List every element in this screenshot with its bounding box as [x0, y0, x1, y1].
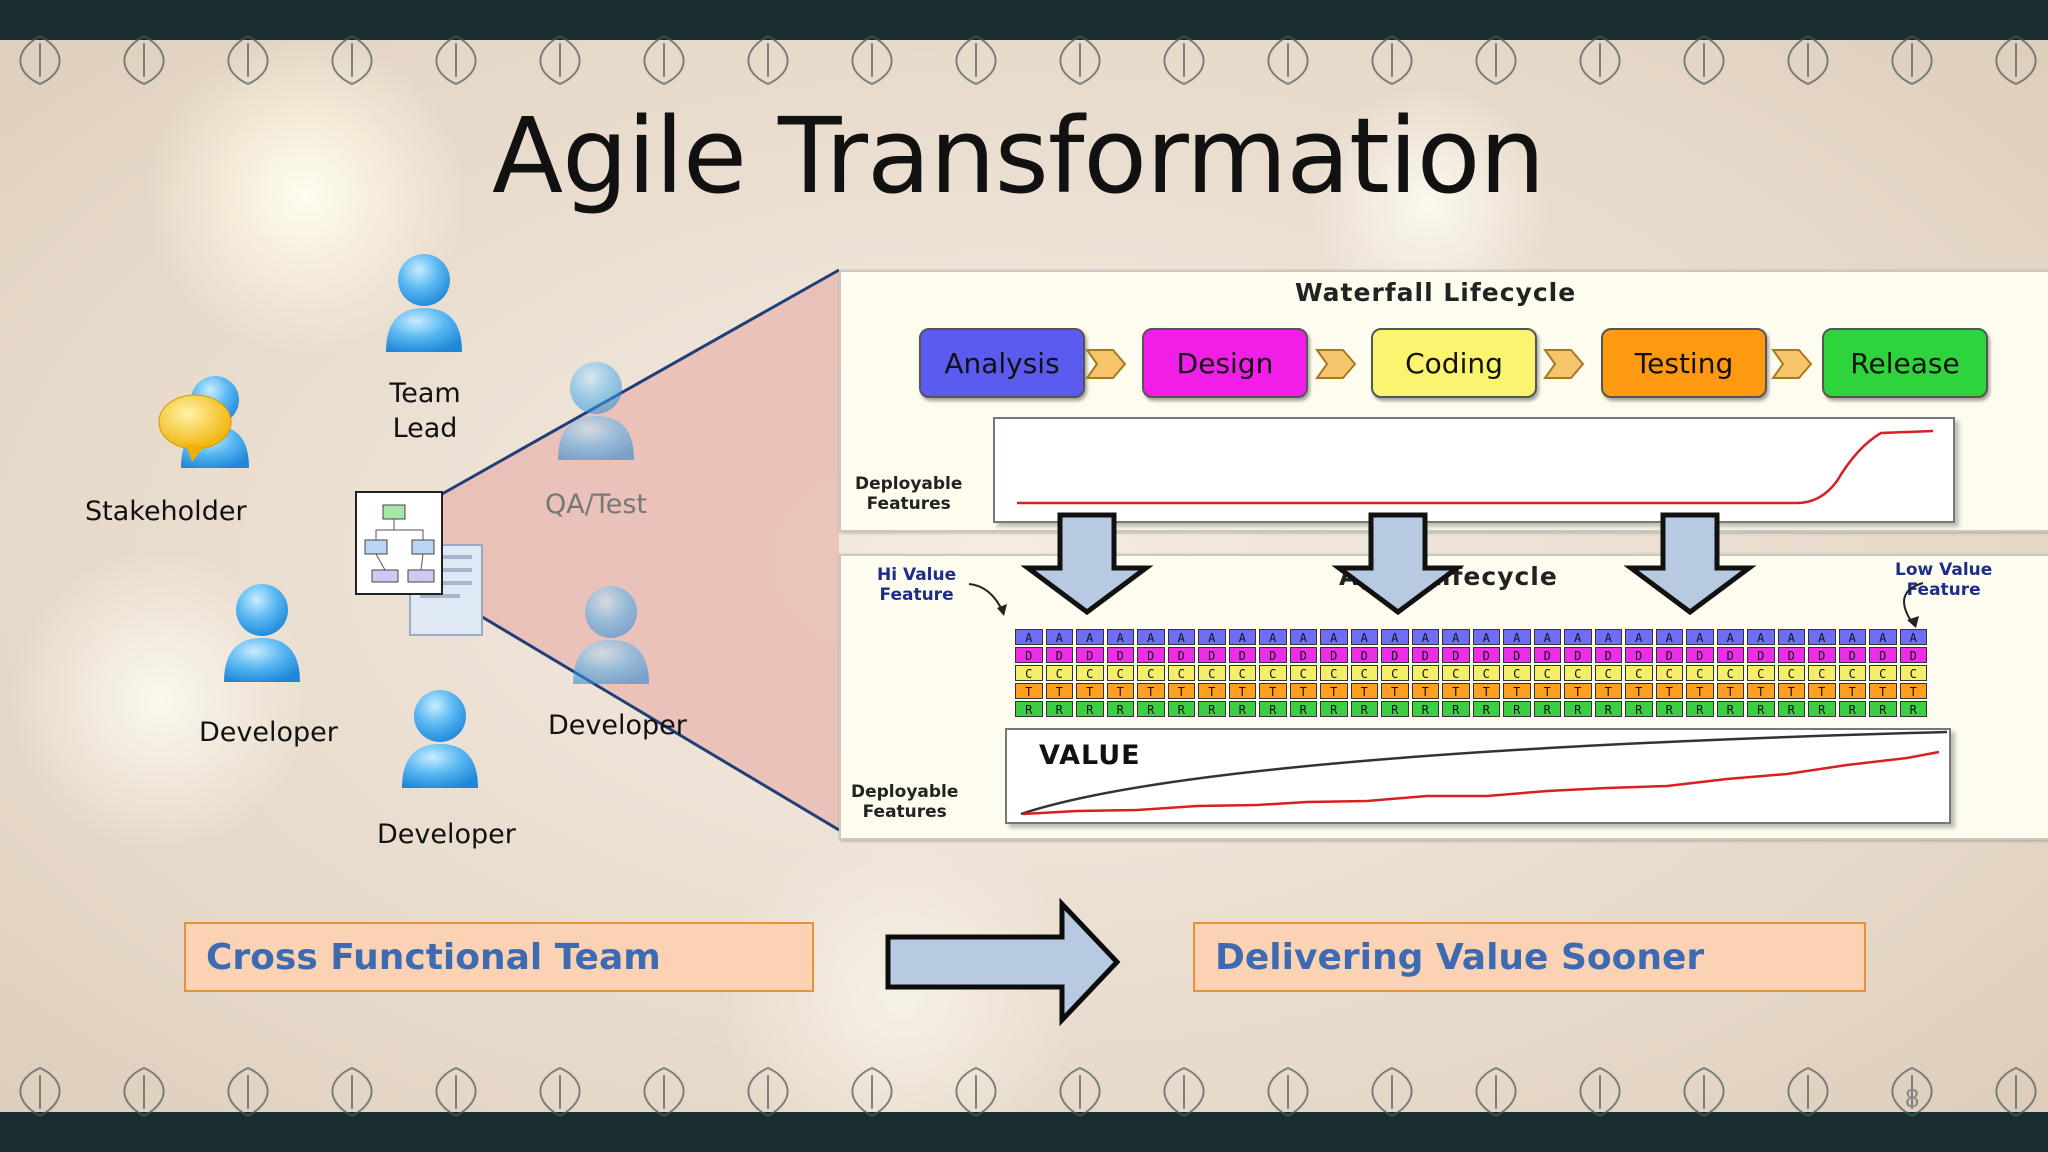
down-arrow-icon [1028, 515, 1146, 612]
cross-functional-team-callout: Cross Functional Team [184, 922, 814, 992]
page-number: 8 [1905, 1083, 1919, 1114]
down-arrow-icon [1631, 515, 1749, 612]
down-arrow-icon [1339, 515, 1457, 612]
delivering-value-callout: Delivering Value Sooner [1193, 922, 1866, 992]
